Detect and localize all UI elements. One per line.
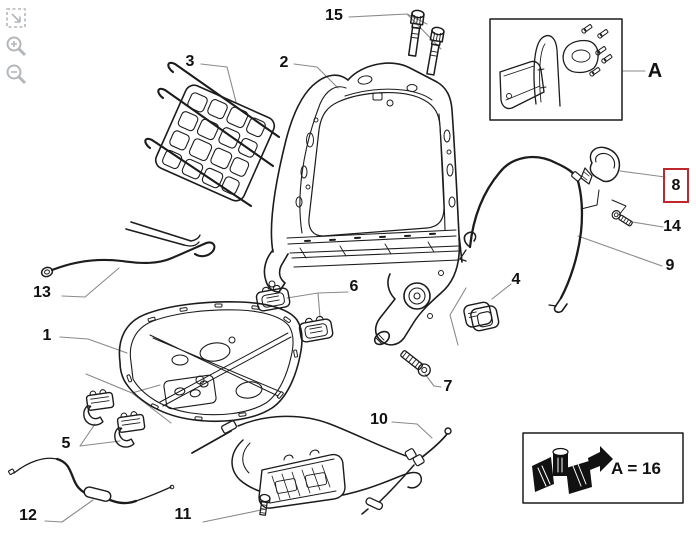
headrest-guide-sleeves-drawing[interactable] — [406, 9, 445, 76]
callout-10[interactable]: 10 — [370, 411, 388, 428]
screw-11-drawing[interactable] — [258, 493, 271, 516]
callout-5[interactable]: 5 — [61, 435, 71, 452]
leader-lines — [44, 13, 666, 523]
parts-kit-icon — [532, 446, 613, 494]
seat-pan-drawing[interactable] — [118, 301, 303, 423]
cable-9-drawing[interactable] — [459, 155, 584, 314]
inset-a-label: A — [647, 60, 663, 82]
zoom-in-icon[interactable] — [4, 34, 28, 58]
callout-12[interactable]: 12 — [19, 507, 37, 524]
clip-4-drawing[interactable] — [463, 300, 500, 333]
callout-13[interactable]: 13 — [33, 284, 51, 301]
zoom-out-icon[interactable] — [4, 62, 28, 86]
callout-8-highlight-box: 8 — [663, 168, 689, 203]
clips-5-drawing[interactable] — [81, 388, 147, 448]
callout-2[interactable]: 2 — [279, 54, 289, 71]
callout-9[interactable]: 9 — [665, 257, 675, 274]
callout-7[interactable]: 7 — [443, 378, 453, 395]
lumbar-support-grid-drawing[interactable] — [144, 61, 281, 208]
legend-box — [522, 432, 684, 504]
callout-11[interactable]: 11 — [174, 506, 192, 523]
handle-8-drawing[interactable] — [580, 146, 627, 216]
callout-15[interactable]: 15 — [325, 7, 343, 24]
inset-a-contents — [499, 24, 613, 110]
bolt-7-drawing[interactable] — [398, 348, 432, 378]
legend-label: A = 16 — [611, 459, 661, 478]
clips-6-drawing[interactable] — [255, 284, 334, 343]
callout-4[interactable]: 4 — [511, 271, 521, 288]
cable-assembly-10-drawing[interactable] — [191, 415, 452, 515]
callout-3[interactable]: 3 — [185, 53, 195, 70]
inset-a-box — [489, 18, 623, 121]
backrest-frame-drawing[interactable] — [263, 62, 463, 347]
cable-12-drawing[interactable] — [8, 457, 175, 505]
callout-8[interactable]: 8 — [671, 176, 681, 194]
screw-14-drawing[interactable] — [611, 209, 634, 228]
callout-14[interactable]: 14 — [663, 218, 681, 235]
fit-page-icon[interactable] — [4, 6, 28, 30]
lumbar-wire-drawing[interactable] — [40, 221, 216, 278]
callout-1[interactable]: 1 — [42, 327, 52, 344]
viewer-toolbar — [4, 6, 30, 86]
callout-6[interactable]: 6 — [349, 278, 359, 295]
